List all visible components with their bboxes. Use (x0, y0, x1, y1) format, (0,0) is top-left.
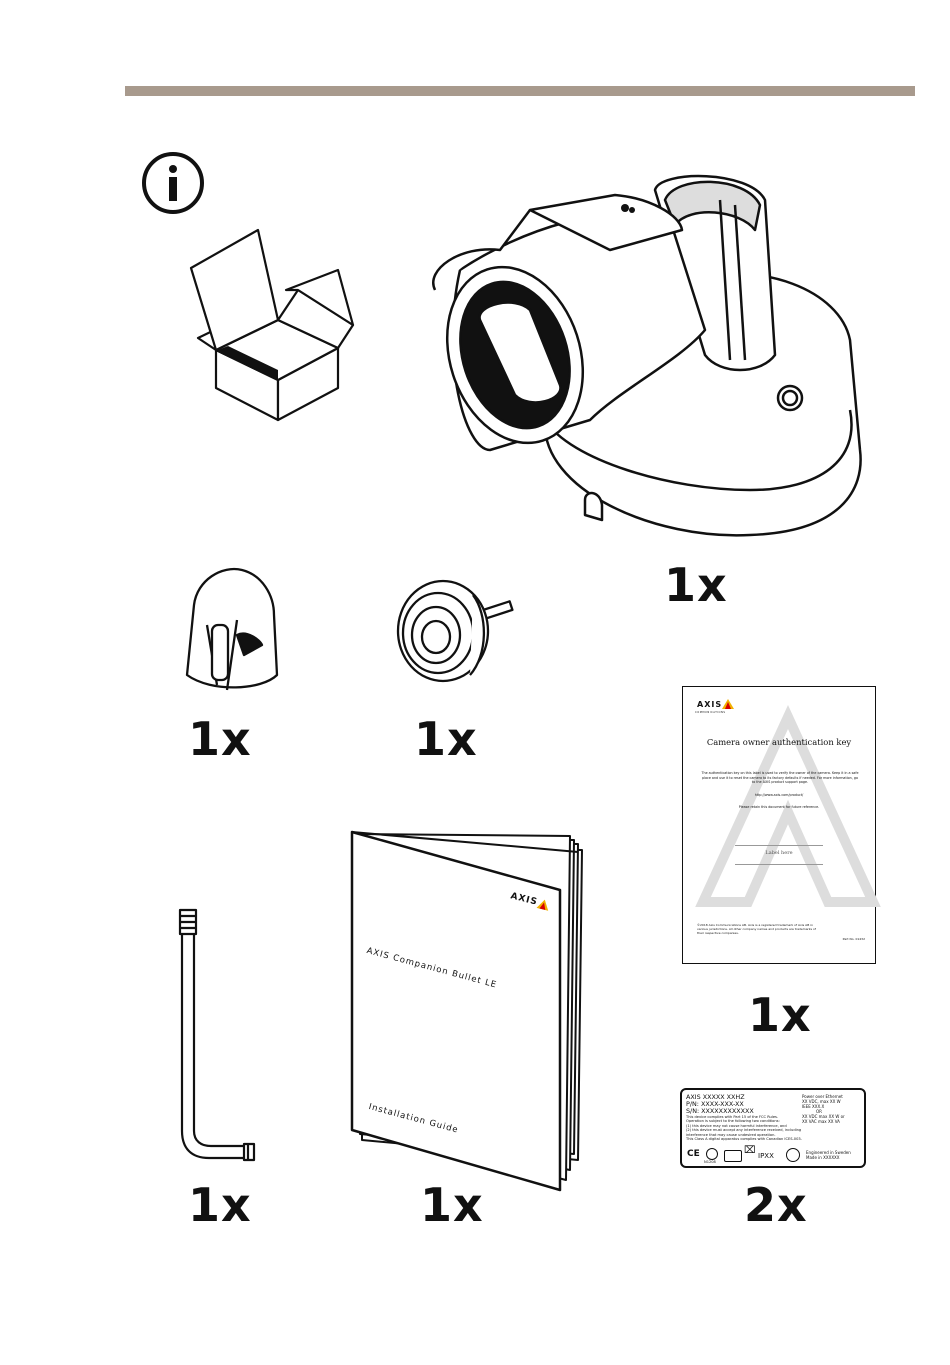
connector-guard-icon (185, 567, 279, 691)
torx-key-icon (178, 908, 256, 1162)
auth-url: http://www.axis.com/product/ (754, 793, 804, 797)
axis-watermark-icon (695, 705, 881, 907)
cable-gasket-icon (396, 579, 514, 683)
label-text-5: interference that may cause undesired op… (686, 1132, 776, 1137)
auth-footer: ©2018 Axis Communications AB. Axis is a … (697, 923, 816, 935)
installation-guide-booklet (350, 830, 583, 1192)
connector-guard-quantity: 1x (188, 712, 252, 766)
auth-body: The authentication key on this label is … (701, 771, 859, 785)
product-label: AXIS XXXXX XXHZ P/N: XXXX-XXX-XX S/N: XX… (680, 1088, 866, 1168)
label-power-5: XX VDC max XX W or (802, 1114, 845, 1119)
label-text-1: This device complies with Part 15 of the… (686, 1115, 779, 1119)
ctick-icon (706, 1148, 718, 1160)
label-power-4: OR (816, 1109, 822, 1114)
weee-icon: ⌧ (744, 1145, 756, 1156)
label-made-in: Made in XXXXXX (806, 1155, 840, 1160)
camera-quantity: 1x (664, 558, 728, 612)
label-sn: S/N: XXXXXXXXXXXX (686, 1107, 754, 1115)
rcm-icon (786, 1148, 800, 1162)
ce-mark-icon: CE (687, 1149, 700, 1159)
label-n-code: N1208 (704, 1160, 716, 1164)
label-placeholder (735, 845, 823, 865)
label-text-3: (1) this device may not cause harmful in… (686, 1123, 787, 1128)
header-rule (125, 86, 915, 96)
label-here-text: Label here (765, 850, 793, 856)
label-ip-rating: IPXX (758, 1152, 774, 1160)
label-model: AXIS XXXXX XXHZ (686, 1093, 745, 1101)
vci-icon (724, 1150, 742, 1162)
auth-keep-note: Please retain this document for future r… (738, 805, 820, 809)
installation-guide-quantity: 1x (420, 1178, 484, 1232)
label-text-4: (2) this device must accept any interfer… (686, 1128, 802, 1133)
label-pn: P/N: XXXX-XXX-XX (686, 1100, 744, 1108)
label-power-6: XX VAC max XX VA (802, 1119, 840, 1124)
cable-gasket-quantity: 1x (414, 712, 478, 766)
label-power-1: Power over Ethernet (802, 1094, 843, 1099)
label-power-2: XX VDC, max XX W (802, 1099, 841, 1104)
camera-icon (432, 174, 862, 537)
auth-logo: AXIS (697, 699, 735, 709)
auth-key-quantity: 1x (748, 988, 812, 1042)
product-label-quantity: 2x (744, 1178, 808, 1232)
auth-logo-sub: COMMUNICATIONS (695, 711, 726, 714)
torx-key-quantity: 1x (188, 1178, 252, 1232)
axis-logo-icon (722, 699, 735, 709)
package-box-icon (189, 228, 355, 422)
label-text-6: This Class A digital apparatus complies … (686, 1137, 802, 1142)
info-icon (142, 152, 204, 214)
label-power-3: IEEE XXX.X (802, 1104, 825, 1109)
guide-logo: AXIS (509, 891, 550, 911)
label-engineered: Engineered in Sweden (806, 1150, 851, 1155)
label-text-2: Operation is subject to the following tw… (686, 1119, 780, 1124)
axis-logo-icon (536, 899, 548, 911)
auth-key-document: AXIS COMMUNICATIONS Camera owner authent… (682, 686, 881, 964)
auth-part-no: Part No. 01432 (842, 937, 865, 941)
auth-title: Camera owner authentication key (706, 737, 852, 747)
